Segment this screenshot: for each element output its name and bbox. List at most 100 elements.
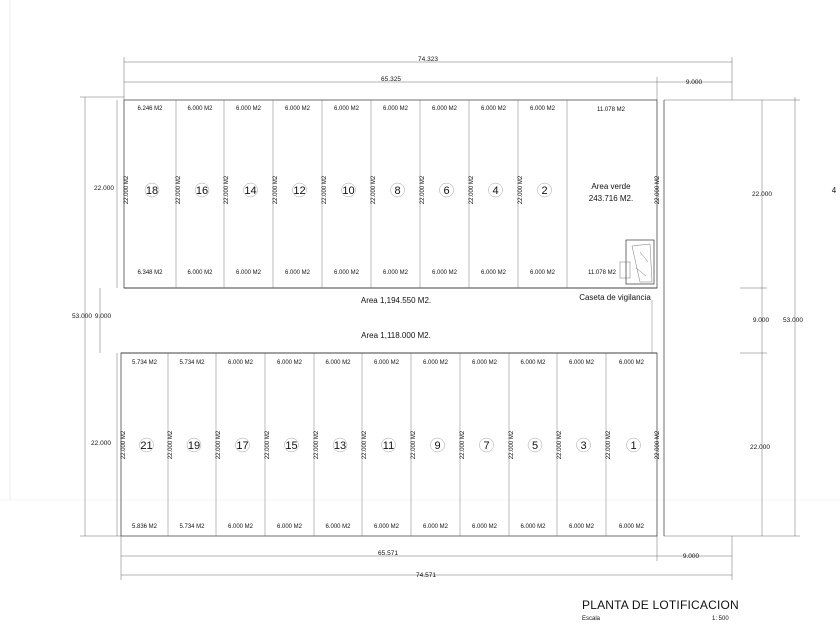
lot-number: 2 — [541, 185, 547, 197]
vertical-dimensions — [80, 96, 800, 537]
lot-top-dim: 6.000 M2 — [187, 106, 213, 112]
lot-number-circle — [139, 437, 154, 453]
lot-bottom-dim: 6.000 M2 — [277, 524, 303, 530]
lot-bottom-dim: 6.000 M2 — [285, 270, 311, 276]
lot-top-dim: 6.000 M2 — [383, 106, 409, 112]
lot-bottom-dim: 6.000 M2 — [325, 524, 351, 530]
lot-side-dim: 22.000 M2 — [518, 175, 524, 204]
lot-side-dim: 22.000 M2 — [273, 175, 279, 204]
lot-side-dim: 22.000 M2 — [176, 175, 182, 204]
lot-number-circle — [186, 437, 202, 453]
lot-number-circle — [381, 437, 396, 453]
lot-number-circle — [332, 437, 348, 453]
guard-house — [619, 239, 655, 285]
lot-bottom-dim: 6.348 M2 — [137, 270, 163, 276]
dim-bottom-right: 9.000 — [683, 553, 700, 560]
green-area-name: Area verde — [591, 182, 631, 191]
lot-number: 5 — [532, 440, 538, 452]
lot-top-dim: 6.000 M2 — [334, 106, 360, 112]
lot-number: 12 — [293, 185, 305, 197]
lot-top-dim: 6.000 M2 — [325, 360, 351, 366]
lot-bottom-dim: 5.836 M2 — [132, 524, 158, 530]
lot-number: 17 — [236, 440, 248, 452]
lot-top-dim: 6.000 M2 — [472, 360, 498, 366]
lot-number: 19 — [188, 440, 200, 452]
lot-side-dim: 22.000 M2 — [265, 430, 271, 459]
lot-bottom-dim: 6.000 M2 — [423, 524, 449, 530]
dim-left-bottom: 22.000 — [91, 440, 111, 447]
street-lower-area: Area 1,118.000 M2. — [361, 331, 431, 340]
dim-right-edge: 4 — [832, 186, 837, 195]
lot-number-circle — [439, 182, 454, 198]
lot-number-circle — [479, 437, 494, 453]
lot-number: 10 — [342, 185, 354, 197]
title-block: PLANTA DE LOTIFICACION Escala 1: 500 — [582, 598, 739, 622]
lot-top-dim: 6.246 M2 — [137, 106, 163, 112]
lot-bottom-dim: 6.000 M2 — [383, 270, 409, 276]
lot-bottom-dim: 6.000 M2 — [432, 270, 458, 276]
lot-number: 11 — [383, 440, 394, 452]
lot-number-circle — [626, 437, 641, 453]
dim-right-top: 22.000 — [752, 191, 772, 198]
lot-bottom-dim: 6.000 M2 — [520, 524, 546, 530]
lot-number: 15 — [285, 440, 297, 452]
lot-top-dim: 5.734 M2 — [132, 360, 158, 366]
street-upper-area: Area 1,194.550 M2. — [361, 296, 431, 305]
lot-bottom-dim: 6.000 M2 — [530, 270, 556, 276]
lot-side-dim: 22.000 M2 — [314, 430, 320, 459]
lot-number-circle — [576, 437, 591, 453]
block-outlines — [120, 99, 665, 537]
green-area-bottom-dim: 11.078 M2 — [588, 270, 617, 276]
lot-number: 8 — [394, 185, 400, 197]
lot-number-circle — [194, 182, 210, 198]
lot-top-dim: 6.000 M2 — [423, 360, 449, 366]
lot-top-dim: 6.000 M2 — [520, 360, 546, 366]
lot-top-dim: 6.000 M2 — [228, 360, 254, 366]
guard-house-label: Caseta de vigilancia — [579, 293, 651, 302]
lot-bottom-dim: 5.734 M2 — [179, 524, 205, 530]
lot-number-circle — [488, 182, 503, 198]
lot-number: 9 — [434, 440, 440, 452]
lot-top-dim: 6.000 M2 — [374, 360, 400, 366]
green-area-size: 243.716 M2. — [589, 194, 633, 203]
dim-left-total: 53.000 — [72, 313, 92, 320]
lot-bottom-dim: 6.000 M2 — [228, 524, 254, 530]
lot-side-dim: 22.000 M2 — [460, 430, 466, 459]
lot-side-dim: 22.000 M2 — [411, 430, 417, 459]
lot-number-circle — [527, 437, 543, 453]
dim-right-total: 53.000 — [783, 317, 803, 324]
lot-number-circle — [537, 182, 552, 198]
lot-bottom-dim: 6.000 M2 — [569, 524, 595, 530]
lower-lot-divisions — [167, 353, 607, 536]
lot-number: 13 — [334, 440, 346, 452]
lot-number: 7 — [483, 440, 489, 452]
lot-number-circle — [243, 182, 258, 198]
upper-lot-divisions — [175, 100, 568, 288]
lot-number: 14 — [244, 185, 256, 197]
dim-top-lots: 65.325 — [381, 76, 401, 83]
green-area-side-dim: 22.000 M2 — [655, 175, 661, 204]
scale-value: 1: 500 — [712, 616, 729, 622]
lot-top-dim: 6.000 M2 — [569, 360, 595, 366]
dim-top-total: 74.323 — [418, 56, 438, 63]
lot-side-dim: 22.000 M2 — [322, 175, 328, 204]
dim-right-mid: 9.000 — [753, 317, 770, 324]
lot-bottom-dim: 6.000 M2 — [619, 524, 645, 530]
horizontal-dimensions — [120, 57, 733, 580]
lot-side-dim: 22.000 M2 — [362, 430, 368, 459]
lot-bottom-dim: 6.000 M2 — [481, 270, 507, 276]
lot-number-circle — [284, 437, 299, 453]
lot-bottom-dim: 6.000 M2 — [236, 270, 262, 276]
lot-side-dim: 22.000 M2 — [420, 175, 426, 204]
lot-number: 1 — [630, 440, 636, 452]
lot-side-dim: 22.000 M2 — [168, 430, 174, 459]
dim-left-top: 22.000 — [94, 185, 114, 192]
lot-top-dim: 6.000 M2 — [277, 360, 303, 366]
plan-title: PLANTA DE LOTIFICACION — [582, 598, 739, 612]
lot-number-circle — [430, 437, 445, 453]
lot-number: 16 — [196, 185, 208, 197]
lot-top-dim: 6.000 M2 — [236, 106, 262, 112]
lot-side-dim: 22.000 M2 — [224, 175, 230, 204]
